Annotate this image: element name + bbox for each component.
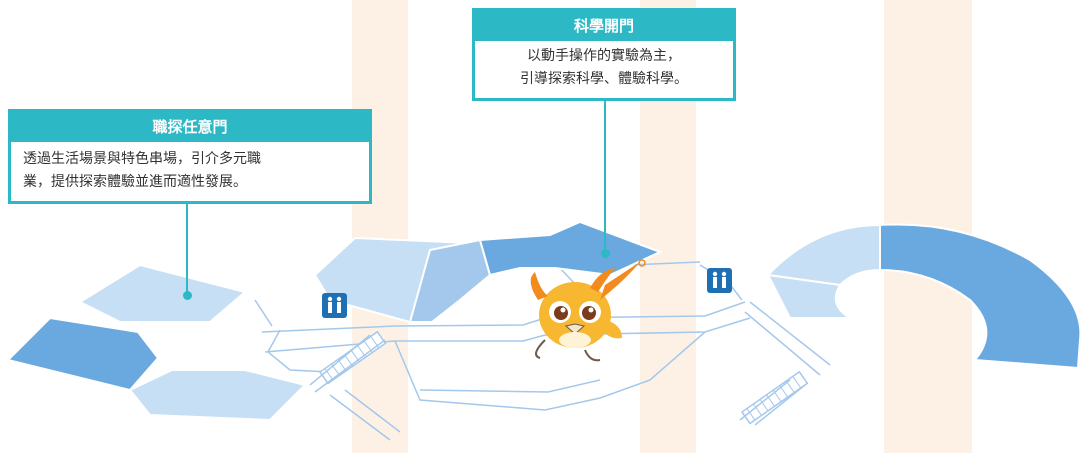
callout-leader bbox=[186, 204, 188, 293]
callout-line: 透過生活場景與特色串場，引介多元職 bbox=[23, 151, 261, 167]
callout-title: 職探任意門 bbox=[11, 112, 369, 142]
escalator bbox=[318, 330, 387, 385]
escalator-rails bbox=[309, 301, 831, 441]
area-ring-light bbox=[765, 223, 881, 287]
area-light bbox=[77, 263, 248, 323]
location-dot bbox=[183, 291, 192, 300]
background-stripe bbox=[352, 0, 408, 453]
area-light bbox=[128, 369, 307, 422]
callout-description: 以動手操作的實驗為主， 引導探索科學、體驗科學。 bbox=[475, 41, 733, 95]
callout-line: 業，提供探索體驗並進而適性發展。 bbox=[23, 174, 247, 190]
area-dark bbox=[6, 316, 160, 392]
escalator bbox=[740, 370, 809, 425]
callout-science-zone: 科學開門 以動手操作的實驗為主， 引導探索科學、體驗科學。 bbox=[472, 8, 736, 101]
restroom-icon bbox=[707, 268, 732, 293]
callout-line: 以動手操作的實驗為主， bbox=[527, 48, 681, 64]
callout-line: 引導探索科學、體驗科學。 bbox=[520, 71, 688, 87]
callout-title: 科學開門 bbox=[475, 11, 733, 41]
area-ring-dark bbox=[879, 223, 1082, 370]
area-ring-mid bbox=[766, 273, 854, 319]
location-dot bbox=[601, 249, 610, 258]
mascot-bird-icon bbox=[530, 259, 646, 362]
restroom-icon bbox=[322, 293, 347, 318]
area-dark bbox=[478, 220, 663, 277]
callout-description: 透過生活場景與特色串場，引介多元職 業，提供探索體驗並進而適性發展。 bbox=[11, 142, 369, 200]
callout-leader bbox=[604, 101, 606, 251]
callout-career-zone: 職探任意門 透過生活場景與特色串場，引介多元職 業，提供探索體驗並進而適性發展。 bbox=[8, 109, 372, 204]
